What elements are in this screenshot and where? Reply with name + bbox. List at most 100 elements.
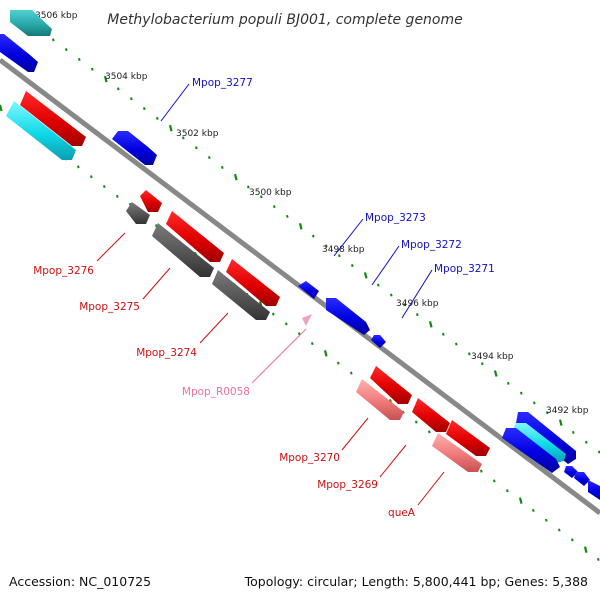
minor-tick <box>428 430 431 434</box>
gene-feature[interactable] <box>588 480 600 500</box>
minor-tick <box>546 411 549 415</box>
gene-feature-mpop-3270[interactable] <box>370 366 412 404</box>
gene-feature-mpop-3271[interactable] <box>371 335 386 348</box>
connector-mpop-3274 <box>199 312 229 344</box>
connector-mpop-3276 <box>96 232 126 262</box>
gene-feature-mpop-3269[interactable] <box>412 398 450 432</box>
major-tick <box>518 497 523 504</box>
orf-feature[interactable] <box>10 10 52 36</box>
gene-feature-mpop-3273[interactable] <box>298 281 319 299</box>
connector-mpop-3271 <box>401 269 433 319</box>
minor-tick <box>143 107 146 111</box>
minor-tick <box>247 185 250 189</box>
connector-mpop-r0058 <box>251 328 307 384</box>
major-tick <box>298 223 303 230</box>
minor-tick <box>455 342 458 346</box>
minor-tick <box>91 67 94 71</box>
tick-label: 3502 kbp <box>176 129 219 139</box>
gene-label-mpop-3273[interactable]: Mpop_3273 <box>365 212 426 224</box>
minor-tick <box>403 303 406 307</box>
gene-feature[interactable] <box>574 472 590 486</box>
major-tick <box>363 272 368 279</box>
gene-label-mpop-3269[interactable]: Mpop_3269 <box>317 479 378 491</box>
gene-label-mpop-3277[interactable]: Mpop_3277 <box>192 77 253 89</box>
reverse-features <box>6 91 490 472</box>
orf-feature[interactable] <box>6 101 76 160</box>
major-tick <box>233 173 238 181</box>
minor-tick <box>77 165 80 169</box>
major-tick <box>0 104 3 112</box>
minor-tick <box>260 195 263 199</box>
minor-tick <box>416 313 419 317</box>
gene-label-mpop-3270[interactable]: Mpop_3270 <box>279 452 340 464</box>
minor-tick <box>468 352 471 356</box>
gene-feature[interactable] <box>432 433 482 472</box>
gene-feature[interactable] <box>502 428 560 473</box>
gene-feature[interactable] <box>356 379 404 420</box>
gene-feature-mpop-3274[interactable] <box>226 259 280 306</box>
minor-tick <box>156 116 159 120</box>
tick-label: 3504 kbp <box>105 72 148 82</box>
major-tick <box>323 350 328 357</box>
minor-tick <box>78 57 81 61</box>
gray-feature[interactable] <box>126 202 150 224</box>
tick-label: 3498 kbp <box>322 245 365 255</box>
minor-tick <box>325 244 328 248</box>
major-tick <box>103 75 108 83</box>
minor-tick <box>221 165 224 169</box>
minor-tick <box>117 87 120 91</box>
gray-feature[interactable] <box>152 223 214 277</box>
connector-mpop-3272 <box>371 245 400 286</box>
minor-tick <box>195 146 198 150</box>
orf-feature[interactable] <box>512 423 566 463</box>
tick-label: 3494 kbp <box>471 352 514 362</box>
gene-label-mpop-3276[interactable]: Mpop_3276 <box>33 265 94 277</box>
minor-tick <box>130 97 133 101</box>
gray-feature[interactable] <box>212 270 270 320</box>
gene-feature-mpop-3276[interactable] <box>140 190 162 212</box>
gene-labels: Mpop_3277 Mpop_3273 Mpop_3272 Mpop_3271 … <box>33 77 495 519</box>
gene-feature[interactable] <box>564 466 578 478</box>
major-tick <box>583 546 588 553</box>
connector-quea <box>417 471 445 506</box>
tick-label: 3496 kbp <box>396 299 439 309</box>
label-connectors <box>96 83 445 506</box>
gene-label-mpop-3274[interactable]: Mpop_3274 <box>136 347 197 359</box>
tick-labels: 3506 kbp 3504 kbp 3502 kbp 3500 kbp 3498… <box>35 11 589 416</box>
gene-label-quea[interactable]: queA <box>388 507 416 519</box>
gene-label-mpop-3271[interactable]: Mpop_3271 <box>434 263 495 275</box>
minor-tick <box>442 332 445 336</box>
gene-label-mpop-3275[interactable]: Mpop_3275 <box>79 301 140 313</box>
tick-label: 3492 kbp <box>546 406 589 416</box>
connector-mpop-3277 <box>160 83 190 122</box>
gene-label-mpop-3272[interactable]: Mpop_3272 <box>401 239 462 251</box>
connector-mpop-3270 <box>341 417 369 451</box>
minor-tick <box>285 322 288 326</box>
rna-feature-mpop-r0058[interactable] <box>302 314 312 326</box>
major-tick <box>493 370 498 377</box>
gene-label-mpop-r0058[interactable]: Mpop_R0058 <box>182 386 250 398</box>
gene-feature-mpop-3275[interactable] <box>166 211 224 262</box>
minor-tick <box>390 293 393 297</box>
major-tick <box>168 124 173 132</box>
minor-tick <box>52 38 55 42</box>
minor-tick <box>506 489 509 493</box>
gene-feature-mpop-3272[interactable] <box>326 298 370 335</box>
topology-text: Topology: circular; Length: 5,800,441 bp… <box>244 574 588 589</box>
major-tick <box>428 321 433 328</box>
gene-feature-quea[interactable] <box>446 420 490 456</box>
map-title: Methylobacterium populi BJ001, complete … <box>107 12 463 28</box>
minor-tick <box>493 479 496 483</box>
gene-feature[interactable] <box>20 91 86 146</box>
minor-tick <box>273 205 276 209</box>
minor-tick <box>311 342 314 346</box>
minor-tick <box>272 312 275 316</box>
minor-tick <box>545 518 548 522</box>
gene-feature[interactable] <box>0 34 38 72</box>
minor-tick <box>558 528 561 532</box>
minor-tick <box>351 264 354 268</box>
gene-feature-mpop-3277[interactable] <box>112 131 157 165</box>
minor-tick <box>116 194 119 198</box>
minor-tick <box>103 185 106 189</box>
